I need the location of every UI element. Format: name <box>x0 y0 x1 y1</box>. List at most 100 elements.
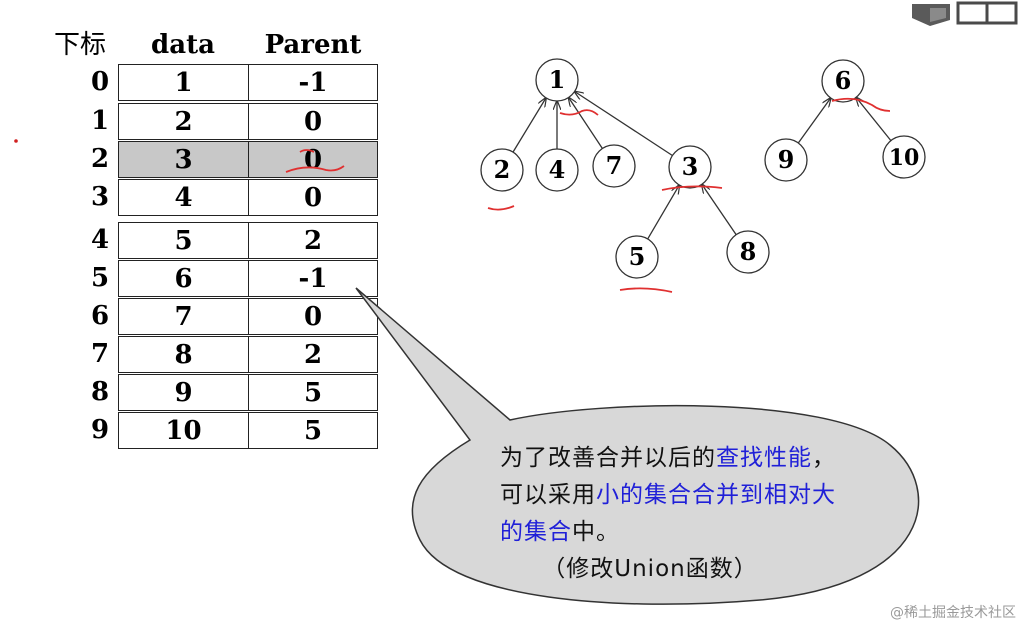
callout-bubble <box>355 287 920 605</box>
row-index: 2 <box>90 144 110 174</box>
row-index: 9 <box>90 415 110 445</box>
annotation-mark <box>831 97 891 112</box>
parent-cell: 0 <box>248 298 378 335</box>
callout-text: 为了改善合并以后的查找性能，可以采用小的集合合并到相对大的集合中。 （修改Uni… <box>500 440 840 588</box>
node-circle <box>615 235 659 279</box>
callout-seg: ，可以采用 <box>500 445 836 508</box>
node-label: 6 <box>835 66 852 95</box>
tree-edge <box>512 98 546 153</box>
red-annotations <box>285 97 891 293</box>
node-label: 2 <box>494 155 511 184</box>
tree-edge <box>575 92 673 157</box>
row-index: 6 <box>90 301 110 331</box>
data-cell: 9 <box>118 374 249 411</box>
tree-node: 4 <box>535 148 579 192</box>
node-circle <box>480 148 524 192</box>
node-circle <box>821 59 865 103</box>
row-index: 0 <box>90 67 110 97</box>
node-label: 5 <box>629 242 646 271</box>
tree-node: 5 <box>615 235 659 279</box>
tree-edge <box>569 98 603 149</box>
callout-emphasis: 小的集合合并到相对大的集合 <box>500 482 836 545</box>
tree-node: 8 <box>726 230 770 274</box>
node-circle <box>882 135 926 179</box>
data-cell: 7 <box>118 298 249 335</box>
tree-edge <box>647 185 680 240</box>
data-cell: 1 <box>118 64 249 101</box>
annotation-mark <box>285 165 345 173</box>
tree-node: 7 <box>592 144 636 188</box>
parent-cell: 0 <box>248 141 378 178</box>
annotation-mark <box>661 185 723 191</box>
data-cell: 10 <box>118 412 249 449</box>
parent-cell: 0 <box>248 103 378 140</box>
row-index: 4 <box>90 225 110 255</box>
watermark: @稀土掘金技术社区 <box>890 605 1016 621</box>
logo-icon <box>912 1 1018 26</box>
parent-cell: 5 <box>248 412 378 449</box>
annotation-mark <box>299 149 315 153</box>
node-label: 7 <box>606 151 623 180</box>
margin-dot <box>14 139 18 143</box>
node-circle <box>764 138 808 182</box>
data-cell: 8 <box>118 336 249 373</box>
node-label: 9 <box>778 145 795 174</box>
data-cell: 4 <box>118 179 249 216</box>
annotation-mark <box>619 287 673 293</box>
data-cell: 3 <box>118 141 249 178</box>
parent-header: Parent <box>264 30 362 60</box>
row-index: 3 <box>90 182 110 212</box>
annotation-mark <box>487 205 515 211</box>
tree-edge <box>702 184 737 236</box>
tree-node: 1 <box>535 58 579 102</box>
tree-node: 10 <box>882 135 926 179</box>
tree-node: 3 <box>668 145 712 189</box>
node-label: 4 <box>549 155 566 184</box>
index-header: 下标 <box>53 30 106 60</box>
node-circle <box>535 58 579 102</box>
node-circle <box>726 230 770 274</box>
callout-subtitle: （修改Union函数） <box>542 556 758 582</box>
data-cell: 6 <box>118 260 249 297</box>
row-index: 5 <box>90 263 110 293</box>
tree-node: 9 <box>764 138 808 182</box>
parent-cell: 2 <box>248 336 378 373</box>
data-header: data <box>151 30 215 60</box>
callout-emphasis: 查找性能 <box>716 445 812 471</box>
row-index: 8 <box>90 377 110 407</box>
parent-cell: -1 <box>248 260 378 297</box>
callout-seg: 为了改善合并以后的 <box>500 445 716 471</box>
tree-node: 6 <box>821 59 865 103</box>
tree-edge <box>797 98 830 144</box>
parent-cell: -1 <box>248 64 378 101</box>
row-index: 7 <box>90 339 110 369</box>
tree-edge <box>856 97 892 142</box>
node-label: 3 <box>682 152 699 181</box>
callout-seg: 中。 <box>572 519 620 545</box>
node-circle <box>592 144 636 188</box>
node-circle <box>535 148 579 192</box>
parent-cell: 0 <box>248 179 378 216</box>
node-label: 1 <box>549 65 566 94</box>
node-circle <box>668 145 712 189</box>
tree-node: 2 <box>480 148 524 192</box>
row-index: 1 <box>90 106 110 136</box>
parent-cell: 5 <box>248 374 378 411</box>
annotation-mark <box>559 109 599 116</box>
node-label: 8 <box>740 237 757 266</box>
node-label: 10 <box>889 145 920 171</box>
parent-cell: 2 <box>248 222 378 259</box>
data-cell: 2 <box>118 103 249 140</box>
